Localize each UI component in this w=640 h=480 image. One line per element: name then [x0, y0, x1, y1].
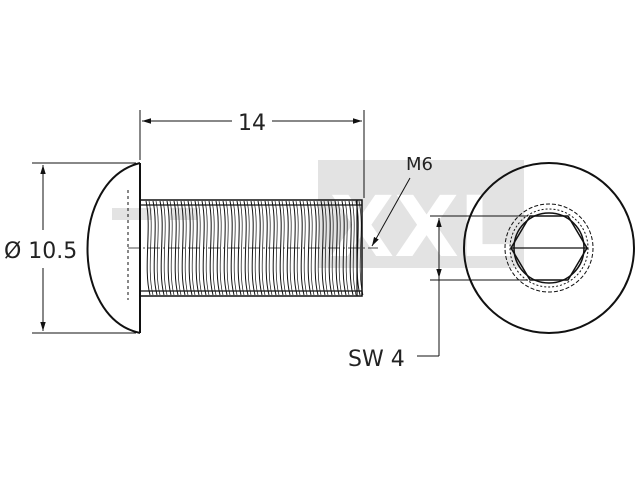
screw-shank	[128, 199, 378, 297]
thread-line	[278, 200, 284, 296]
thread-line	[285, 200, 291, 296]
diameter-dimension	[32, 162, 136, 334]
thread-line	[218, 200, 224, 296]
watermark-box	[318, 160, 524, 268]
thread-line	[145, 200, 151, 296]
thread-line	[159, 200, 165, 296]
diameter-label: Ø 10.5	[4, 239, 77, 264]
leader-line	[371, 177, 411, 247]
wrench-dimension	[417, 215, 528, 357]
thread-label: M6	[406, 154, 433, 175]
length-label: 14	[238, 111, 266, 136]
thread-line	[225, 200, 231, 296]
thread-line	[344, 200, 350, 296]
thread-line	[299, 200, 305, 296]
thread-line	[239, 200, 245, 296]
watermark-bar	[112, 208, 152, 220]
thread-line	[264, 200, 270, 296]
thread-line	[320, 200, 326, 296]
thread-line	[358, 200, 364, 296]
thread-line	[180, 200, 186, 296]
watermark-bar	[170, 208, 198, 220]
thread-line	[204, 200, 210, 296]
thread-line	[260, 200, 266, 296]
head-dome	[86, 162, 141, 334]
thread-line	[243, 200, 249, 296]
thread-leader	[371, 177, 411, 247]
length-dimension	[139, 110, 365, 198]
thread-circle	[504, 203, 594, 293]
head-outer-circle	[463, 162, 635, 334]
thread-line	[183, 200, 189, 296]
thread-line	[323, 200, 329, 296]
thread-root-circle	[509, 208, 589, 288]
end-view	[463, 162, 635, 334]
wrench-label: SW 4	[348, 347, 405, 372]
